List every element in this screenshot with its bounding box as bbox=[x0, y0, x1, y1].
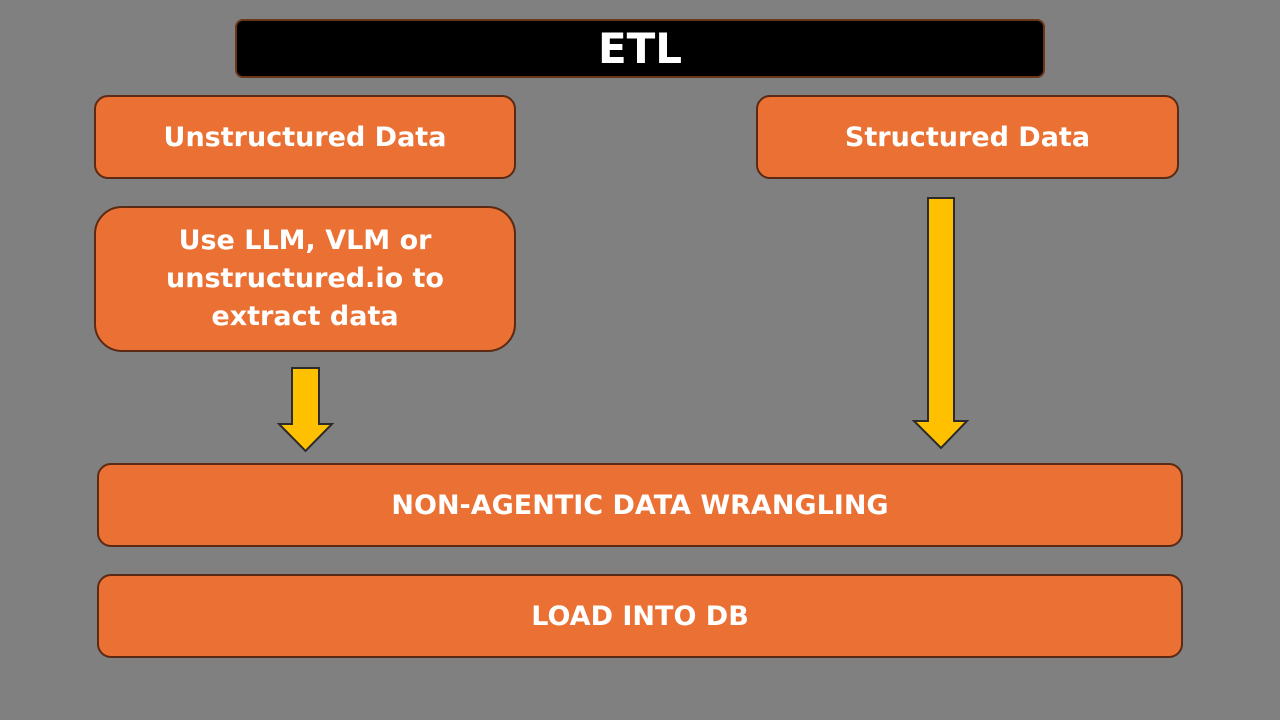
load-into-db-label: LOAD INTO DB bbox=[531, 600, 749, 632]
data-wrangling-box: NON-AGENTIC DATA WRANGLING bbox=[97, 463, 1183, 547]
structured-data-box: Structured Data bbox=[756, 95, 1179, 179]
unstructured-data-box: Unstructured Data bbox=[94, 95, 516, 179]
extract-data-label: Use LLM, VLM or unstructured.io to extra… bbox=[166, 225, 444, 332]
data-wrangling-label: NON-AGENTIC DATA WRANGLING bbox=[391, 489, 889, 521]
extract-data-box: Use LLM, VLM or unstructured.io to extra… bbox=[94, 206, 516, 352]
down-arrow-icon bbox=[276, 367, 335, 453]
load-into-db-box: LOAD INTO DB bbox=[97, 574, 1183, 658]
down-arrow-icon bbox=[911, 197, 970, 450]
diagram-title: ETL bbox=[235, 19, 1045, 78]
unstructured-data-label: Unstructured Data bbox=[163, 121, 447, 153]
structured-data-label: Structured Data bbox=[844, 121, 1091, 153]
